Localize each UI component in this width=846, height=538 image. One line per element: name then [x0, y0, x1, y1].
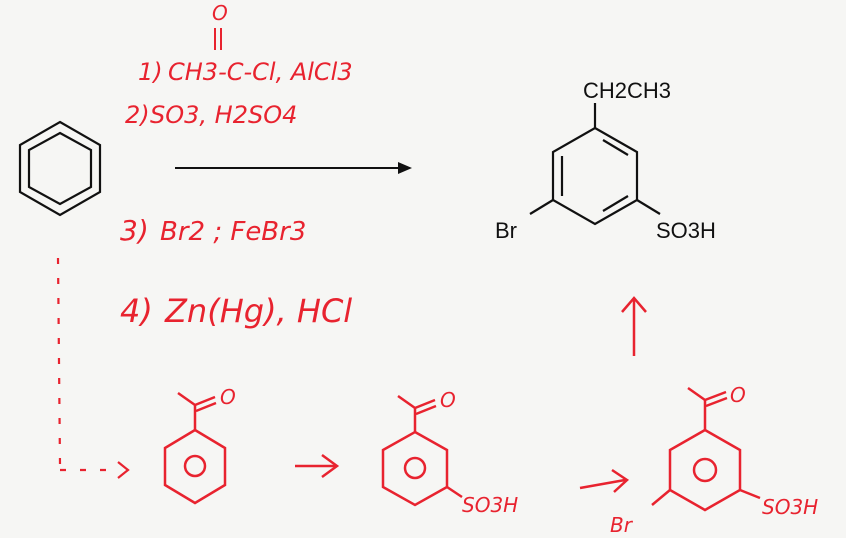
- step1-carbonyl-o: O: [212, 1, 228, 25]
- step1-carbonyl-bond: [214, 28, 222, 50]
- step4-number: 4): [120, 292, 153, 330]
- dashed-path: [56, 257, 112, 472]
- step2-number: 2): [125, 101, 150, 129]
- dashed-path-head: [117, 461, 130, 479]
- product-bromo-label: Br: [495, 218, 517, 243]
- product-ring: [551, 126, 639, 226]
- benzene-start: [18, 120, 102, 217]
- intermediate-2-sulfonic-label: SO3H: [462, 493, 518, 517]
- intermediate-1: [163, 391, 227, 505]
- bromo-bond: [529, 199, 554, 215]
- step4-reagent: Zn(Hg), HCl: [164, 292, 352, 330]
- benzene-ring: [18, 120, 102, 217]
- intermediate-3-bromo-label: Br: [610, 513, 634, 537]
- step-arrow-2: [579, 468, 630, 493]
- product-sulfonic-label: SO3H: [656, 218, 716, 243]
- intermediate-3-carbonyl-o: O: [730, 383, 746, 407]
- sulfonic-bond: [636, 199, 661, 215]
- intermediate-2: [381, 394, 463, 507]
- intermediate-3: [651, 386, 761, 512]
- reaction-arrow: [175, 162, 412, 174]
- intermediate-2-carbonyl-o: O: [440, 388, 456, 412]
- reagents-block: 1) O CH3-C-Cl, AlCl3 2) SO3, H2SO4 3) Br…: [120, 1, 353, 330]
- product-structure: [529, 103, 661, 226]
- benzene-inner-ring: [27, 131, 93, 206]
- intermediate-1-carbonyl-o: O: [220, 385, 236, 409]
- step1-reagent: CH3-C-Cl, AlCl3: [168, 58, 353, 86]
- product-ethyl-label: CH2CH3: [583, 78, 671, 103]
- retro-up-arrow: [621, 296, 647, 356]
- step3-reagent: Br2 ; FeBr3: [160, 217, 306, 247]
- step1-number: 1): [138, 58, 163, 86]
- step3-number: 3): [120, 214, 149, 247]
- intermediate-3-sulfonic-label: SO3H: [762, 495, 818, 519]
- step-arrow-1: [295, 453, 340, 479]
- step2-reagent: SO3, H2SO4: [150, 101, 297, 129]
